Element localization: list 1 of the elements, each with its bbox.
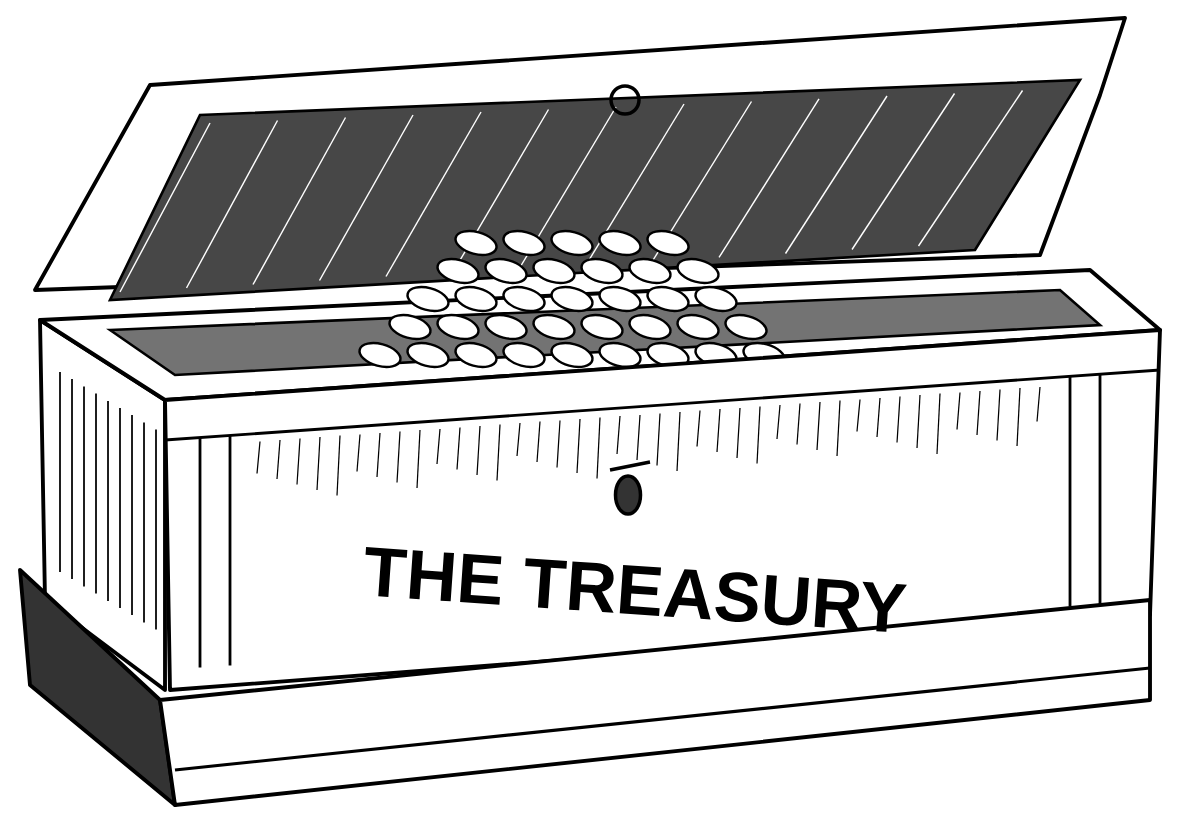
inscription: THE TREASURY — [365, 547, 907, 632]
